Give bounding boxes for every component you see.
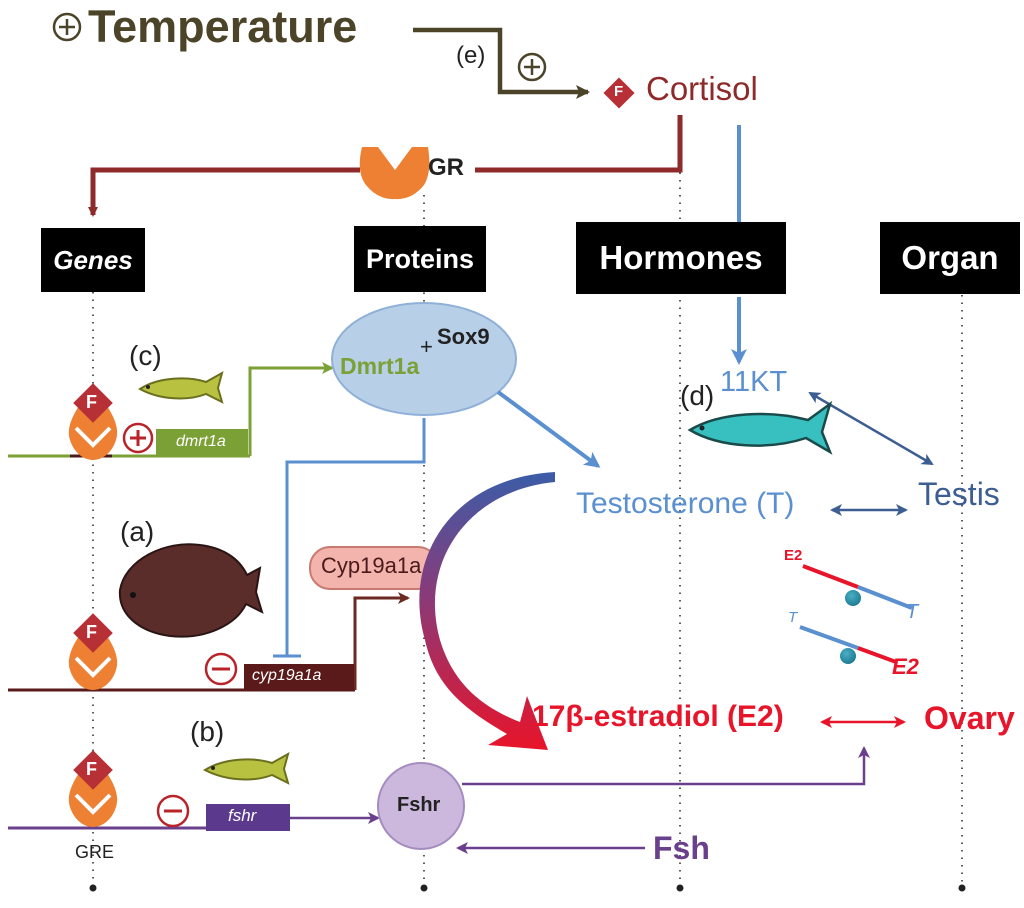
column-header-label: Hormones — [599, 239, 763, 276]
arrow-gr-genes — [88, 167, 360, 217]
hormone-label-estradiol: 17β-estradiol (E2) — [532, 700, 784, 733]
arrow-temperature-cortisol — [413, 27, 590, 99]
seesaw-label: T — [906, 601, 919, 623]
seesaw-icon — [799, 625, 897, 664]
page-title: Temperature — [88, 1, 358, 52]
hormone-label-fsh: Fsh — [653, 830, 710, 866]
arrow-fshr-ovary — [462, 746, 870, 786]
gr-label: GR — [428, 154, 464, 181]
arrow-dmrt1a-protein — [248, 362, 334, 456]
diamond-f-letter: F — [86, 392, 97, 412]
arrow-cyp19a1a-protein — [353, 592, 410, 690]
gene-label-dmrt1a: dmrt1a — [176, 433, 226, 450]
minus-circle-icon — [204, 652, 238, 686]
curved-arrow-icon — [419, 472, 555, 750]
label-e: (e) — [456, 42, 486, 69]
fish-icon — [138, 370, 224, 404]
column-header-label: Proteins — [365, 243, 475, 274]
column-header-genes: Genes — [41, 228, 145, 292]
arrow-11kt-testis — [808, 391, 934, 466]
guide-end-dots — [89, 884, 966, 892]
column-header-proteins: Proteins — [354, 226, 486, 292]
diamond-f-letter: F — [86, 759, 97, 779]
hormone-label-11kt: 11KT — [720, 366, 788, 398]
inhibition-complex-cyp19a1a — [285, 418, 426, 655]
arrow-complex-testosterone — [496, 390, 601, 468]
protein-label-sox9: Sox9 — [437, 324, 490, 349]
label-a: (a) — [120, 516, 155, 547]
gene-box-fshr — [206, 804, 290, 831]
gene-box-dmrt1a — [156, 429, 248, 456]
label-d: (d) — [680, 380, 715, 411]
seesaw-label: T — [788, 609, 798, 626]
protein-label-cyp19a1a: Cyp19a1a — [321, 553, 422, 578]
minus-circle-icon — [156, 794, 190, 828]
organ-label-testis: Testis — [918, 476, 1000, 512]
fish-icon — [202, 751, 290, 785]
organ-label-ovary: Ovary — [924, 700, 1015, 736]
plus-circle-icon — [52, 12, 82, 42]
seesaw-label: E2 — [784, 547, 803, 564]
protein-label-fshr: Fshr — [397, 794, 441, 816]
diamond-f-icon — [73, 750, 113, 790]
column-header-label: Genes — [53, 244, 133, 275]
plus-circle-icon — [122, 422, 154, 454]
protein-label-dmrt1a: Dmrt1a — [340, 353, 420, 379]
column-header-label: Organ — [901, 239, 999, 276]
gene-label-fshr: fshr — [228, 806, 257, 825]
gene-label-cyp19a1a: cyp19a1a — [252, 667, 322, 684]
receptor-icon — [359, 147, 430, 200]
protein-complex-ellipse — [331, 302, 517, 416]
partner-plus: + — [420, 334, 433, 359]
seesaw-label: E2 — [892, 654, 919, 679]
gene-box-cyp19a1a — [244, 664, 354, 690]
seesaw-icon — [802, 564, 913, 610]
label-c: (c) — [129, 340, 162, 371]
diamond-f-icon — [73, 613, 113, 653]
fshr-circle — [377, 762, 465, 850]
fish-icon — [687, 400, 833, 455]
flatfish-icon — [118, 543, 264, 638]
diamond-f-letter: F — [614, 83, 624, 100]
hormone-label-testosterone: Testosterone (T) — [576, 487, 795, 520]
gre-label: GRE — [75, 842, 115, 862]
plus-circle-icon — [517, 52, 547, 82]
diamond-f-letter: F — [86, 622, 97, 642]
line-cortisol-gr — [475, 115, 683, 173]
cortisol-label: Cortisol — [646, 70, 758, 107]
column-header-hormones: Hormones — [576, 222, 786, 294]
label-b: (b) — [190, 716, 225, 747]
column-header-organ: Organ — [880, 222, 1020, 294]
